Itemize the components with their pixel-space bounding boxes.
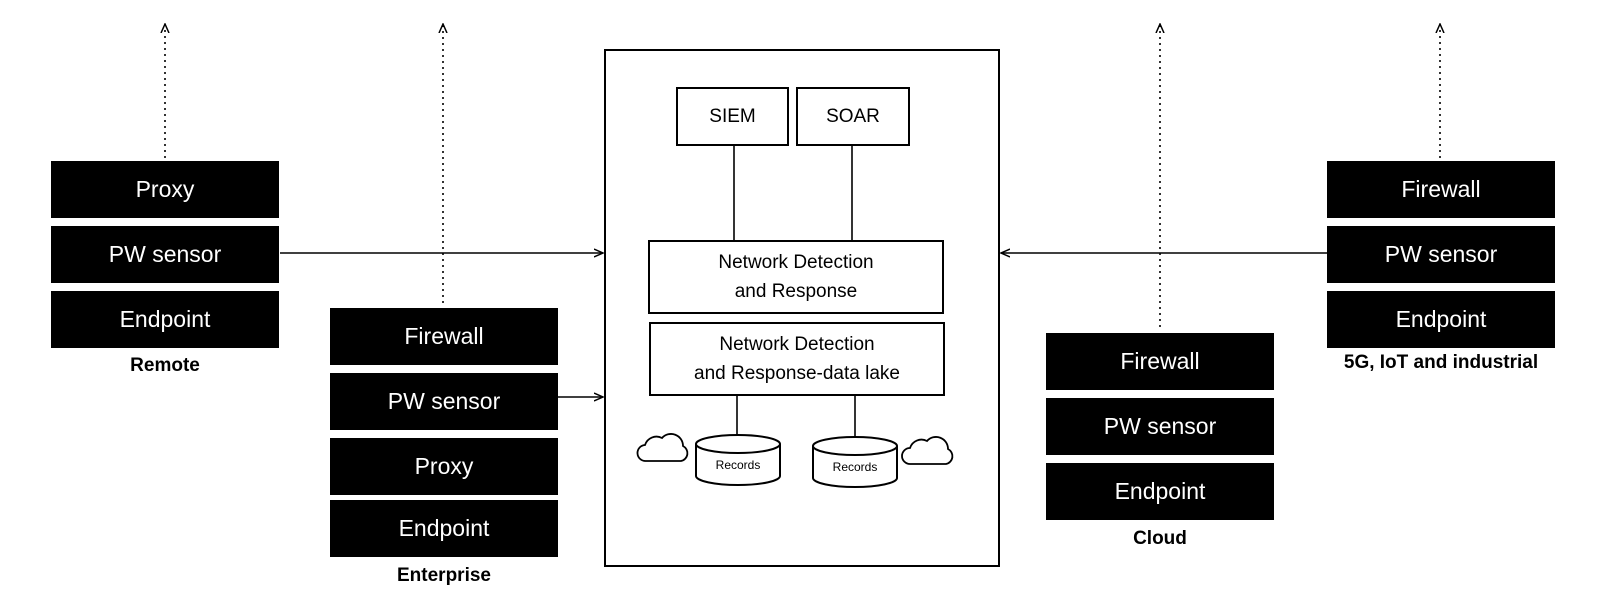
records-left-cylinder-icon: [695, 434, 781, 486]
siem-label: SIEM: [709, 106, 756, 127]
ndr-box: Network Detection and Response: [648, 240, 944, 314]
records-right-label: Records: [832, 460, 878, 474]
enterprise-pw-sensor-block: PW sensor: [330, 373, 558, 430]
records-left-label: Records: [715, 458, 761, 472]
remote-group-label: Remote: [130, 355, 200, 376]
industrial-firewall-block: Firewall: [1327, 161, 1555, 218]
ndr-data-lake-box: Network Detection and Response-data lake: [649, 322, 945, 396]
cloud-left-icon: [636, 433, 689, 462]
enterprise-firewall-block: Firewall: [330, 308, 558, 365]
cloud-firewall-block: Firewall: [1046, 333, 1274, 390]
remote-endpoint-block: Endpoint: [51, 291, 279, 348]
soar-label: SOAR: [826, 106, 880, 127]
central-platform-box: [604, 49, 1000, 567]
ndr-label-line2: and Response: [734, 281, 858, 302]
cloud-right-icon: [901, 436, 954, 465]
remote-pw-sensor-block: PW sensor: [51, 226, 279, 283]
soar-box: SOAR: [796, 87, 910, 146]
ndr-label-line1: Network Detection: [718, 252, 874, 273]
industrial-pw-sensor-block: PW sensor: [1327, 226, 1555, 283]
lake-label-line1: Network Detection: [719, 334, 875, 355]
records-right-cylinder-icon: [812, 436, 898, 488]
lake-label-line2: and Response-data lake: [694, 363, 900, 384]
cloud-group-label: Cloud: [1133, 528, 1187, 549]
enterprise-group-label: Enterprise: [397, 565, 491, 586]
remote-proxy-block: Proxy: [51, 161, 279, 218]
industrial-endpoint-block: Endpoint: [1327, 291, 1555, 348]
enterprise-endpoint-block: Endpoint: [330, 500, 558, 557]
enterprise-proxy-block: Proxy: [330, 438, 558, 495]
cloud-pw-sensor-block: PW sensor: [1046, 398, 1274, 455]
industrial-group-label: 5G, IoT and industrial: [1343, 352, 1539, 373]
cloud-endpoint-block: Endpoint: [1046, 463, 1274, 520]
siem-box: SIEM: [676, 87, 789, 146]
